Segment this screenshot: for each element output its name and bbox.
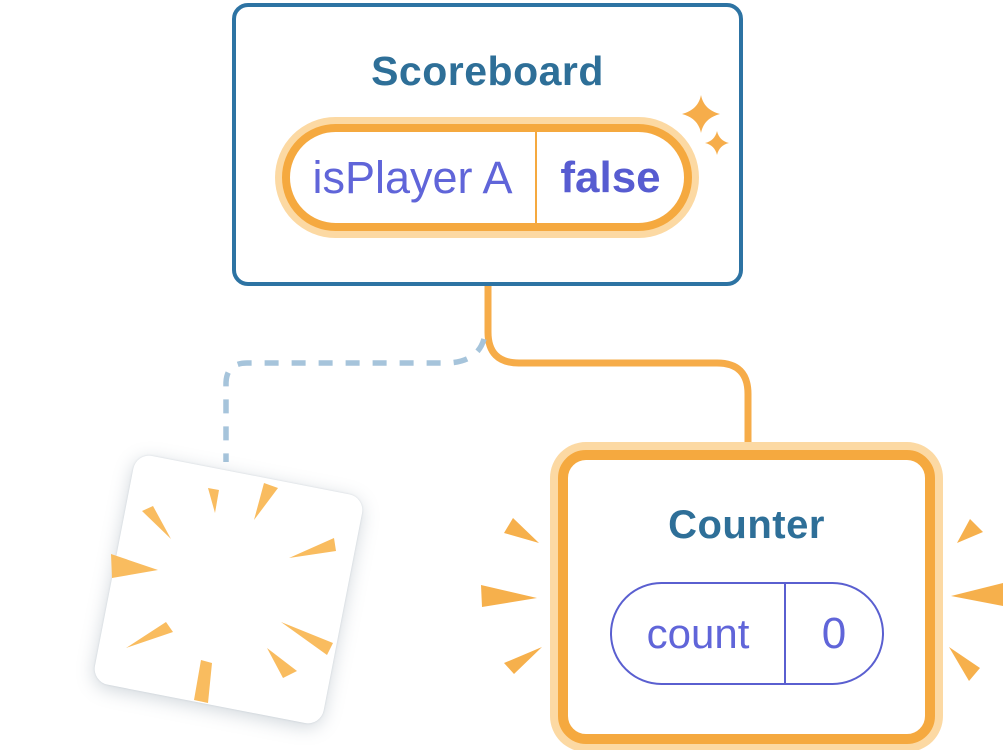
state-name-label: count bbox=[646, 609, 750, 657]
scoreboard-title: Scoreboard bbox=[371, 48, 604, 94]
state-divider bbox=[784, 584, 786, 683]
counter-state-pill: count 0 bbox=[610, 582, 884, 685]
emphasis-rays-right-icon bbox=[949, 519, 1003, 681]
counter-component-card: Counter count 0 bbox=[558, 450, 935, 744]
scoreboard-component-card: Scoreboard isPlayer A false bbox=[232, 3, 743, 286]
scoreboard-state-pill: isPlayer A false bbox=[282, 124, 692, 231]
state-name-label: isPlayer A bbox=[312, 152, 513, 203]
state-value-label: false bbox=[560, 152, 661, 202]
connector-dashed-removed bbox=[223, 338, 487, 462]
destroyed-component-card bbox=[91, 452, 366, 727]
state-divider bbox=[535, 132, 537, 223]
counter-title: Counter bbox=[668, 503, 825, 547]
state-value-label: 0 bbox=[821, 608, 847, 658]
connector-solid-orange bbox=[484, 284, 752, 452]
emphasis-rays-left-icon bbox=[481, 518, 542, 674]
